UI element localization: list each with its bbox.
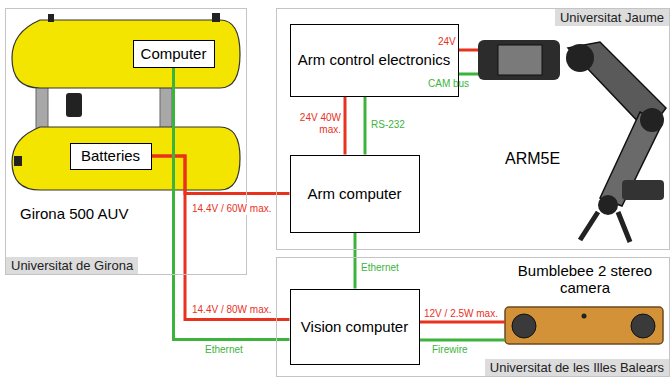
wire-label: CAM bus [428, 78, 469, 90]
auv-thruster [66, 93, 82, 117]
region-heading: Universitat de les Illes Balears [485, 359, 669, 376]
wire-label: 24V [438, 36, 456, 48]
arm-name: ARM5E [505, 150, 560, 168]
process-box: Vision computer [290, 289, 420, 365]
arm-cylinder [622, 180, 664, 200]
institution-region: Universitat de Girona ComputerBatteries [5, 8, 247, 275]
process-box: Computer [133, 40, 215, 68]
vehicle-name: Girona 500 AUV [20, 205, 128, 222]
auv-sensor [14, 156, 22, 166]
wire-label: 12V / 2.5W max. [424, 308, 498, 320]
auv-antenna [212, 13, 220, 22]
camera-lens [631, 314, 655, 338]
camera-dot [582, 314, 587, 319]
connector-label: 14.4V / 80W max. [191, 304, 272, 316]
box-text: Vision computer [301, 318, 408, 336]
box-text: Arm control electronics [298, 51, 451, 69]
data-line [174, 68, 290, 340]
box-text: Batteries [81, 147, 140, 165]
connector-label: Ethernet [204, 344, 244, 356]
arm-joint [566, 44, 594, 72]
arm-base [478, 40, 560, 80]
connector-label: RS-232 [370, 119, 406, 131]
box-text: Computer [141, 45, 207, 63]
auv-strut [160, 86, 172, 130]
box-text: Arm computer [307, 185, 401, 203]
arm-joint [598, 195, 618, 215]
connector-label: 14.4V / 60W max. [191, 203, 272, 215]
connector-label: 24V 40W max. [290, 112, 342, 135]
arm-gripper [580, 212, 630, 242]
auv-hull [12, 20, 240, 88]
auv-strut [36, 86, 48, 130]
camera-name: Bumblebee 2 stereo camera [515, 262, 655, 297]
auv-hull [12, 127, 240, 190]
data-wire [420, 339, 505, 342]
arm-base [498, 45, 542, 75]
power-line [344, 97, 347, 155]
data-line [354, 233, 357, 289]
data-line [364, 97, 367, 155]
wire-label: Firewire [432, 344, 468, 356]
region-heading: Universitat de Girona [6, 257, 138, 274]
auv-antenna [48, 14, 54, 22]
connector-label: Ethernet [360, 262, 400, 274]
camera-lens [512, 314, 536, 338]
process-box: Batteries [70, 143, 152, 170]
arm-joint [640, 108, 664, 132]
process-box: Arm computer [290, 155, 420, 233]
power-wire [420, 321, 505, 324]
stereo-camera [505, 307, 663, 344]
region-heading: Universitat Jaume [555, 9, 669, 26]
